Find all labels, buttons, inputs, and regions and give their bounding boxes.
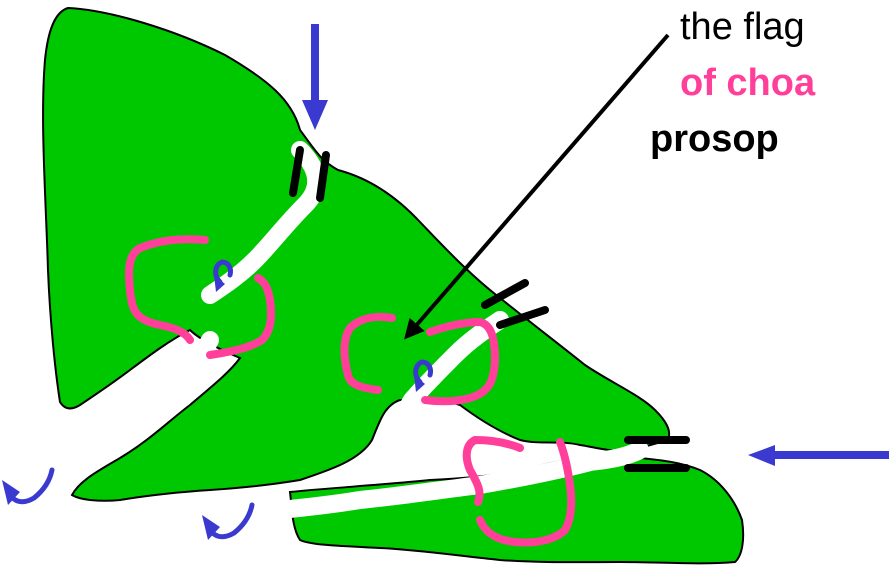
caption-line-3: prosop <box>650 118 779 161</box>
caption-line-1: the flag <box>680 6 805 49</box>
left-arrow-icon <box>748 445 889 466</box>
tissue-mass <box>43 8 743 563</box>
caption-line-2: of choa <box>680 62 815 105</box>
down-arrow-icon <box>302 24 328 130</box>
pointer-arrow-icon <box>408 35 668 335</box>
outflow-curved-arrow-icon <box>202 505 252 540</box>
